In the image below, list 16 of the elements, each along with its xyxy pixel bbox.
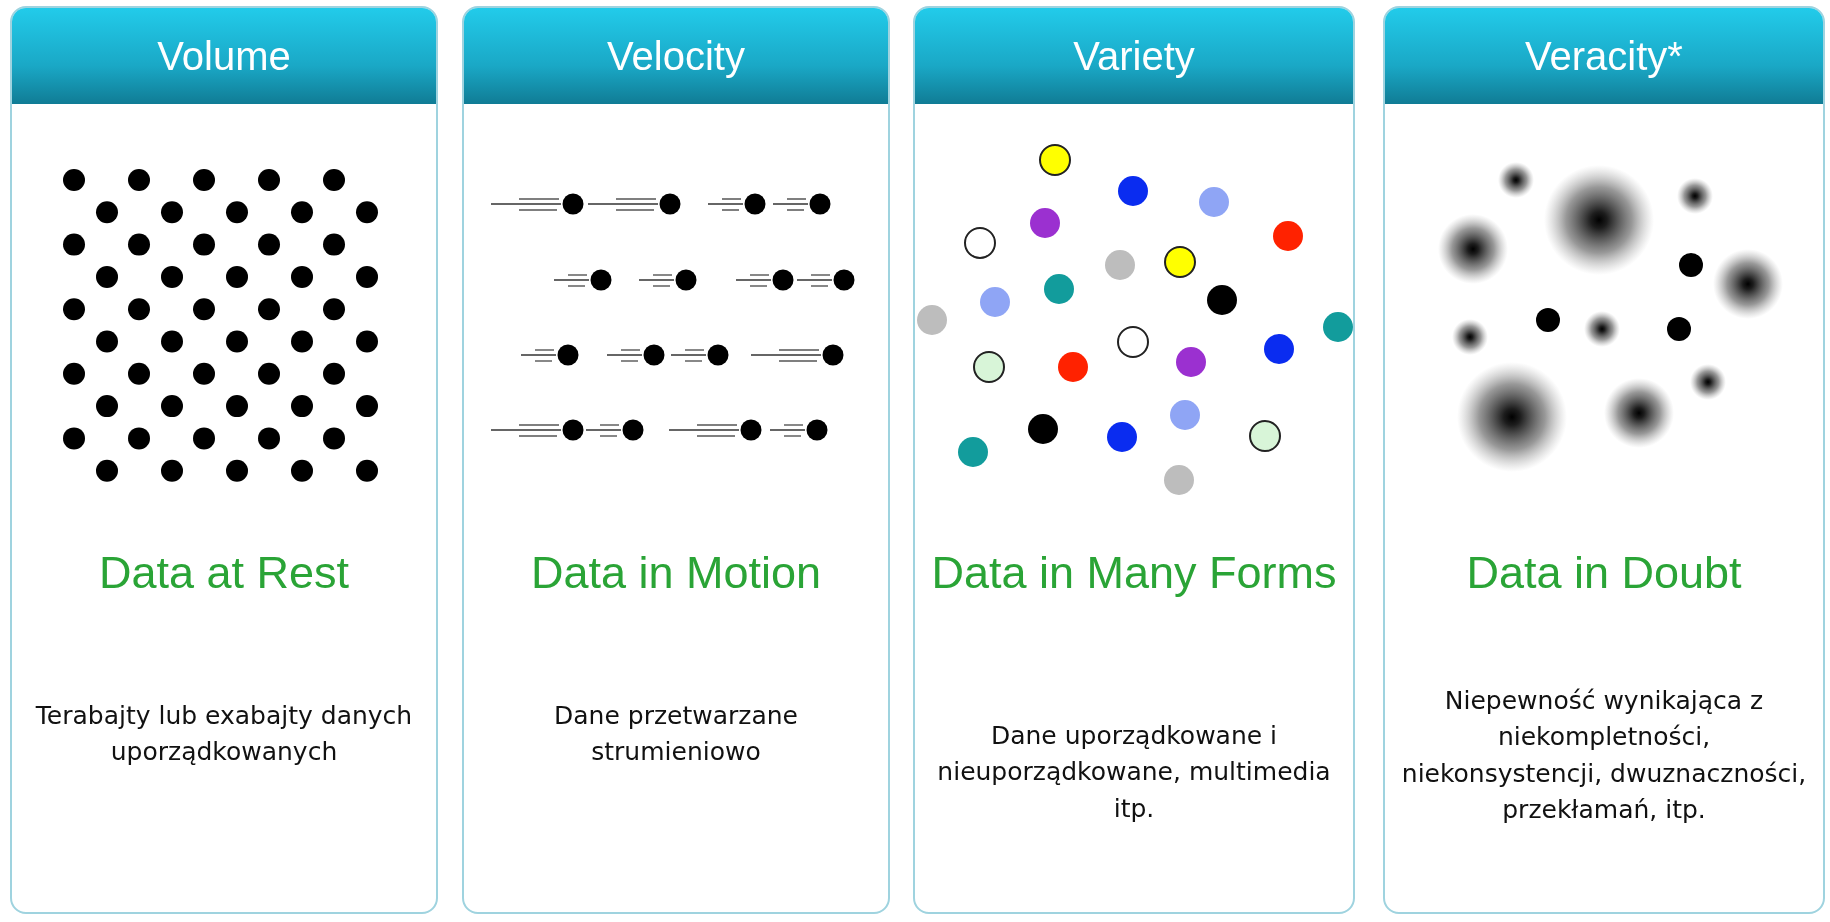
card-header: Velocity: [464, 8, 888, 104]
category-card: [1383, 6, 1825, 914]
card-header: Volume: [12, 8, 436, 104]
card-subtitle: Data in Motion: [529, 548, 823, 598]
card-description: Terabajty lub exabajty danych uporządkowanych: [34, 700, 414, 769]
card-subtitle: Data in Doubt: [1465, 548, 1743, 598]
category-card: [913, 6, 1355, 914]
card-subtitle: Data at Rest: [97, 548, 351, 598]
card-subtitle: Data in Many Forms: [930, 548, 1338, 598]
card-description: Dane przetwarzane strumieniowo: [553, 700, 799, 769]
card-header: Veracity*: [1385, 8, 1823, 104]
card-description: Dane uporządkowane i nieuporządkowane, multimedia itp.: [936, 720, 1332, 825]
card-description: Niepewność wynikająca z niekompletności, niekonsystencji, dwuznaczności, przekłamań, itp.: [1400, 685, 1808, 826]
category-card: [462, 6, 890, 914]
category-card: [10, 6, 438, 914]
card-header: Variety: [915, 8, 1353, 104]
